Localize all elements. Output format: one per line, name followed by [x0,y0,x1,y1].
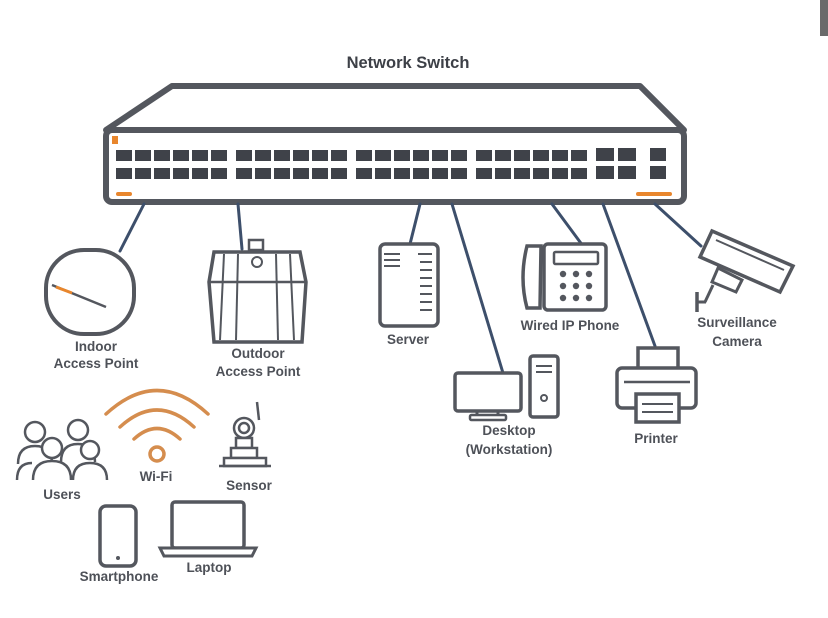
indoor-access-point-icon [44,248,136,336]
printer-label: Printer [634,431,678,446]
switch-port [356,150,372,161]
laptop-icon [157,500,259,558]
outdoor-ap-label-line2: Access Point [216,364,301,379]
cable-indoor-ap [118,202,146,253]
switch-port [571,168,587,179]
ip-phone-label: Wired IP Phone [521,318,620,333]
cable-printer [601,202,657,348]
switch-port [173,150,189,161]
switch-port [451,168,467,179]
switch-port [375,150,391,161]
ip-phone-keypad [559,270,593,302]
switch-port [192,168,208,179]
switch-port [255,150,271,161]
switch-led-right [636,192,672,196]
switch-port [495,150,511,161]
switch-port [331,150,347,161]
switch-port [495,168,511,179]
switch-port [293,150,309,161]
switch-front-panel [103,127,687,205]
cable-camera [653,202,703,248]
switch-port [375,168,391,179]
server-icon [378,242,440,328]
switch-port [211,150,227,161]
switch-port [192,150,208,161]
server-label: Server [387,332,430,347]
smartphone-label: Smartphone [80,569,159,584]
switch-port [135,150,151,161]
switch-port [552,150,568,161]
switch-port [116,150,132,161]
cable-desktop [450,202,505,375]
cable-ip-phone [550,202,585,248]
switch-port [432,150,448,161]
users-icon [15,418,109,481]
switch-port [135,168,151,179]
switch-ports [116,150,587,179]
desktop-label-line2: (Workstation) [466,442,553,457]
smartphone-icon [98,504,138,568]
switch-port [211,168,227,179]
wifi-label: Wi-Fi [140,469,173,484]
desktop-icon [453,354,560,422]
switch-port [274,150,290,161]
desktop-label-line1: Desktop [482,423,535,438]
switch-port [476,168,492,179]
indoor-ap-label-line1: Indoor [75,339,118,354]
diagram-title: Network Switch [347,54,470,72]
switch-status-led [112,136,118,144]
switch-port [413,168,429,179]
outdoor-ap-label-line1: Outdoor [231,346,285,361]
switch-port [116,168,132,179]
switch-port [274,168,290,179]
cable-server [408,202,422,246]
sensor-icon [219,401,271,468]
switch-port [476,150,492,161]
surveillance-camera-icon [695,228,796,312]
camera-label-line2: Camera [712,334,762,349]
switch-port [571,150,587,161]
camera-label-line1: Surveillance [697,315,777,330]
switch-port [432,168,448,179]
scrollbar-thumb[interactable] [820,0,828,36]
switch-port [533,150,549,161]
sensor-label: Sensor [226,478,273,493]
indoor-ap-label-line2: Access Point [54,356,139,371]
switch-port [394,168,410,179]
switch-port [154,168,170,179]
switch-top-panel [103,83,687,133]
users-label: Users [43,487,81,502]
switch-port [293,168,309,179]
ip-phone-icon [521,242,608,312]
switch-uplink-ports [596,148,666,179]
switch-port [236,150,252,161]
switch-port [331,168,347,179]
network-switch [103,83,687,205]
switch-port [312,150,328,161]
switch-port [514,150,530,161]
switch-port [312,168,328,179]
switch-port [154,150,170,161]
switch-port [552,168,568,179]
printer-icon [615,346,698,424]
switch-port [173,168,189,179]
outdoor-access-point-icon [207,238,308,344]
switch-port [236,168,252,179]
wifi-icon [104,388,210,463]
connection-cables [118,202,703,375]
switch-led-left [116,192,132,196]
switch-port [514,168,530,179]
switch-port [356,168,372,179]
cable-outdoor-ap [236,202,244,251]
switch-port [255,168,271,179]
laptop-label: Laptop [187,560,232,575]
switch-port [394,150,410,161]
switch-port [413,150,429,161]
switch-port [533,168,549,179]
switch-port [451,150,467,161]
